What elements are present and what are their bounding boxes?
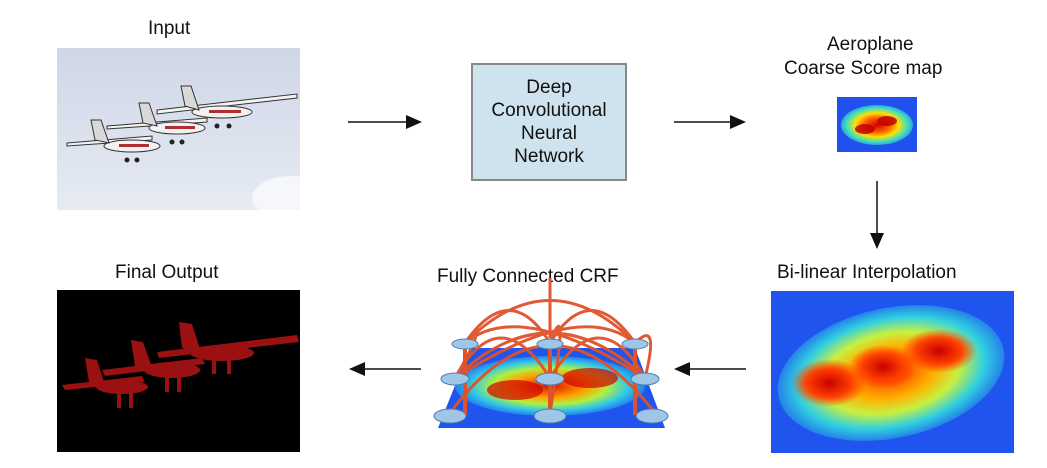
arrow-dcnn-to-coarse bbox=[674, 115, 746, 129]
dcnn-line-1: Deep bbox=[526, 77, 572, 98]
dcnn-box: Deep Convolutional Neural Network bbox=[471, 63, 627, 181]
input-image bbox=[57, 48, 300, 210]
final-output-image bbox=[57, 290, 300, 452]
dcnn-line-3: Neural bbox=[521, 123, 577, 144]
crf-graph bbox=[430, 278, 670, 438]
dcnn-line-4: Network bbox=[514, 146, 584, 167]
input-title: Input bbox=[148, 18, 191, 39]
coarse-title-line2: Coarse Score map bbox=[784, 58, 943, 79]
bilinear-title: Bi-linear Interpolation bbox=[777, 262, 957, 283]
coarse-score-map bbox=[837, 97, 917, 152]
arrow-coarse-to-bilinear bbox=[870, 181, 884, 249]
bilinear-heatmap bbox=[771, 291, 1014, 453]
output-title: Final Output bbox=[115, 262, 219, 283]
crf-title: Fully Connected CRF bbox=[437, 266, 619, 287]
arrow-crf-to-output bbox=[349, 362, 421, 376]
arrow-bilinear-to-crf bbox=[674, 362, 746, 376]
dcnn-line-2: Convolutional bbox=[491, 100, 607, 121]
coarse-title-line1: Aeroplane bbox=[827, 34, 914, 55]
arrow-input-to-dcnn bbox=[348, 115, 422, 129]
